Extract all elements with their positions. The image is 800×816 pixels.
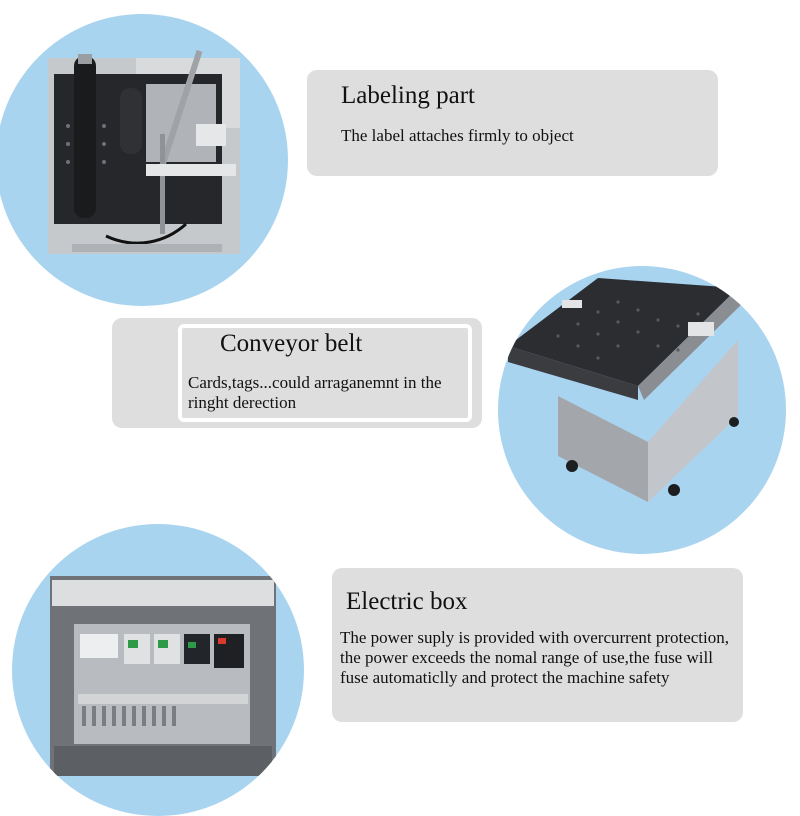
electric-box-card: Electric box The power suply is provided… (332, 568, 743, 722)
electric-box-description: The power suply is provided with overcur… (340, 628, 730, 687)
labeling-part-photo (0, 14, 288, 306)
labeling-part-card: Labeling part The label attaches firmly … (307, 70, 718, 176)
electric-box-photo (12, 524, 304, 816)
labeling-part-description: The label attaches firmly to object (341, 126, 574, 145)
conveyor-belt-description: Cards,tags...could arraganemnt in the ri… (188, 373, 442, 412)
electric-box-title: Electric box (346, 588, 468, 615)
conveyor-belt-card: Conveyor belt Cards,tags...could arragan… (112, 318, 482, 428)
labeling-part-title: Labeling part (341, 82, 475, 109)
conveyor-belt-title: Conveyor belt (220, 330, 363, 357)
conveyor-belt-inner-panel (178, 324, 472, 422)
conveyor-belt-photo (498, 266, 786, 554)
